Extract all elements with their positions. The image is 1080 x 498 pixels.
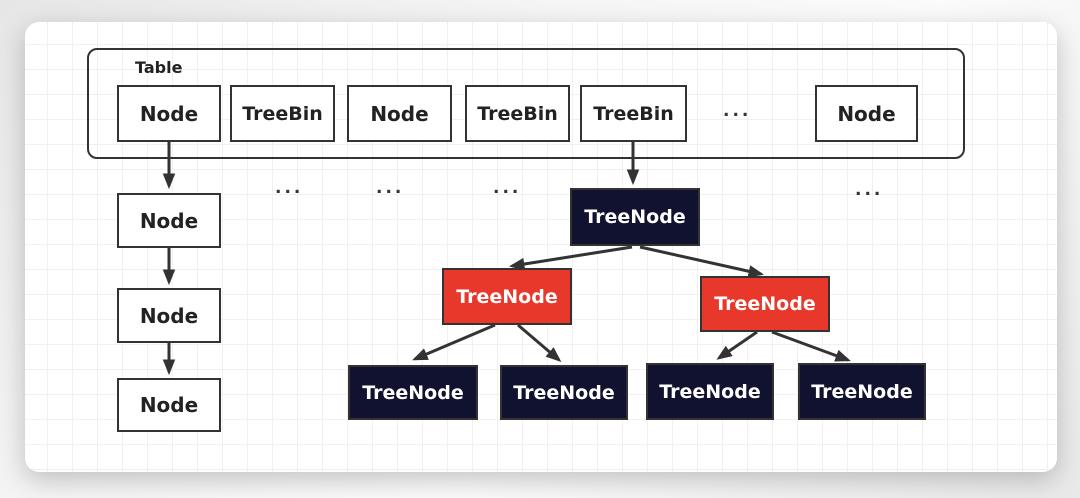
- arrow-leftchild-to-leaf2: [517, 323, 562, 363]
- bucket-ellipsis-4: ...: [855, 180, 884, 200]
- arrow-rightchild-to-leaf3: [716, 330, 758, 360]
- bucket-ellipsis-3: ...: [493, 178, 522, 198]
- table-cell-treebin-3: TreeBin: [465, 85, 570, 142]
- tree-leaf-3: TreeNode: [646, 363, 774, 420]
- list-node-1: Node: [117, 193, 221, 248]
- tree-node-red-left: TreeNode: [442, 268, 572, 325]
- tree-leaf-1: TreeNode: [348, 365, 478, 420]
- arrow-leftchild-to-leaf1: [412, 323, 496, 361]
- tree-leaf-2: TreeNode: [500, 365, 628, 420]
- arrow-rightchild-to-leaf4: [771, 330, 851, 362]
- table-cell-node-2: Node: [347, 85, 452, 142]
- bucket-ellipsis-2: ...: [376, 178, 405, 198]
- arrow-root-to-right-child: [639, 245, 765, 278]
- arrow-root-to-left-child: [508, 245, 633, 271]
- bucket-ellipsis-1: ...: [275, 178, 304, 198]
- table-cell-treebin-4: TreeBin: [580, 85, 687, 142]
- table-container: Table: [87, 48, 965, 159]
- tree-root-node: TreeNode: [570, 188, 700, 246]
- table-cell-node-6: Node: [815, 85, 918, 142]
- list-node-3: Node: [117, 378, 221, 432]
- tree-node-red-right: TreeNode: [700, 276, 830, 332]
- table-cell-treebin-1: TreeBin: [230, 85, 335, 142]
- list-node-2: Node: [117, 288, 221, 343]
- diagram-card: Table Node TreeBin Node TreeBin TreeBin …: [25, 22, 1057, 472]
- table-ellipsis: ...: [723, 101, 752, 121]
- table-label: Table: [135, 58, 183, 77]
- table-cell-node-0: Node: [117, 85, 221, 142]
- tree-leaf-4: TreeNode: [798, 363, 926, 420]
